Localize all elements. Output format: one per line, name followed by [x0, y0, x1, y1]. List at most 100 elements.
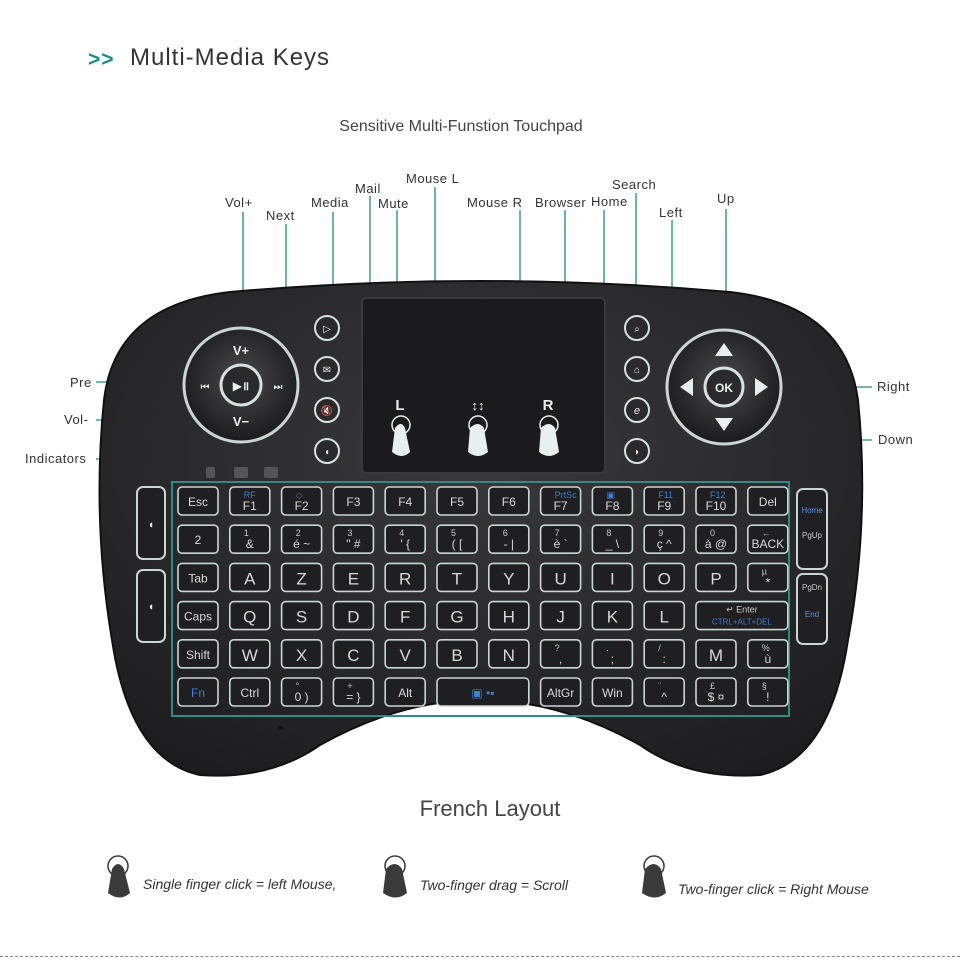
key-5-5[interactable] — [436, 677, 530, 707]
key-3-10[interactable] — [695, 600, 789, 631]
key-5-3[interactable] — [332, 677, 375, 707]
side-left-mouse-key[interactable] — [136, 486, 166, 560]
key-0-4[interactable] — [384, 486, 427, 516]
key-2-0[interactable] — [177, 562, 219, 593]
play-pause-button[interactable] — [219, 363, 263, 407]
key-4-6[interactable] — [487, 638, 530, 669]
key-4-3[interactable] — [332, 638, 375, 669]
key-label-1-1: & — [246, 537, 254, 551]
key-0-0[interactable] — [177, 486, 219, 516]
key-5-10[interactable] — [746, 677, 789, 707]
key-4-0[interactable] — [177, 638, 219, 669]
key-label-5-2: 0 ) — [295, 690, 309, 704]
key-0-10[interactable] — [695, 486, 737, 516]
key-1-7[interactable] — [539, 524, 582, 555]
arrow-left-icon[interactable] — [680, 378, 693, 396]
key-alt-legend-1-11: ← — [762, 528, 771, 538]
key-3-0[interactable] — [177, 600, 219, 631]
key-4-1[interactable] — [229, 638, 271, 669]
key-0-7[interactable] — [539, 486, 582, 516]
ok-button[interactable] — [703, 366, 745, 408]
key-1-1[interactable] — [229, 524, 271, 555]
key-4-8[interactable] — [591, 638, 634, 669]
key-3-2[interactable] — [280, 600, 323, 631]
mouse-right-button[interactable] — [624, 438, 650, 464]
key-2-7[interactable] — [539, 562, 582, 593]
pgdn-end-key[interactable] — [796, 573, 828, 645]
key-0-11[interactable] — [746, 486, 789, 516]
key-1-8[interactable] — [591, 524, 634, 555]
key-4-11[interactable] — [746, 638, 789, 669]
key-5-6[interactable] — [539, 677, 582, 707]
key-4-4[interactable] — [384, 638, 427, 669]
key-3-5[interactable] — [436, 600, 478, 631]
key-4-9[interactable] — [643, 638, 686, 669]
key-1-5[interactable] — [436, 524, 478, 555]
mute-button[interactable] — [314, 397, 340, 423]
key-0-3[interactable] — [332, 486, 375, 516]
home-pgup-key[interactable] — [796, 488, 828, 570]
key-3-1[interactable] — [229, 600, 271, 631]
key-2-6[interactable] — [487, 562, 530, 593]
key-2-3[interactable] — [332, 562, 375, 593]
key-1-4[interactable] — [384, 524, 427, 555]
home-button[interactable] — [624, 356, 650, 382]
key-3-8[interactable] — [591, 600, 634, 631]
key-0-1[interactable] — [229, 486, 271, 516]
key-5-4[interactable] — [384, 677, 427, 707]
key-1-6[interactable] — [487, 524, 530, 555]
key-alt-legend-1-5: 5 — [451, 528, 456, 538]
key-5-2[interactable] — [280, 677, 323, 707]
key-1-10[interactable] — [695, 524, 737, 555]
key-3-7[interactable] — [539, 600, 582, 631]
key-label-1-2: é ~ — [293, 537, 310, 551]
key-2-4[interactable] — [384, 562, 427, 593]
key-3-9[interactable] — [643, 600, 686, 631]
key-2-10[interactable] — [695, 562, 737, 593]
search-button[interactable] — [624, 315, 650, 341]
key-5-1[interactable] — [229, 677, 271, 707]
key-4-10[interactable] — [695, 638, 737, 669]
key-5-7[interactable] — [591, 677, 634, 707]
key-2-11[interactable] — [746, 562, 789, 593]
key-1-2[interactable] — [280, 524, 323, 555]
browser-button[interactable] — [624, 397, 650, 423]
key-3-6[interactable] — [487, 600, 530, 631]
key-5-8[interactable] — [643, 677, 686, 707]
arrow-down-icon[interactable] — [715, 418, 733, 431]
key-2-9[interactable] — [643, 562, 686, 593]
key-label-4-11: ù — [764, 652, 771, 666]
key-5-0[interactable] — [177, 677, 219, 707]
side-right-mouse-key[interactable] — [136, 569, 166, 643]
mail-button[interactable] — [314, 356, 340, 382]
key-0-6[interactable] — [487, 486, 530, 516]
layout-title: French Layout — [419, 796, 561, 821]
next-track-icon[interactable]: ⏭ — [274, 382, 283, 393]
volume-down-key[interactable]: V− — [233, 414, 250, 429]
key-1-3[interactable] — [332, 524, 375, 555]
key-4-5[interactable] — [436, 638, 478, 669]
media-button[interactable] — [314, 315, 340, 341]
key-1-9[interactable] — [643, 524, 686, 555]
key-0-8[interactable] — [591, 486, 634, 516]
key-3-3[interactable] — [332, 600, 375, 631]
pgup-key-label: PgUp — [802, 531, 823, 540]
arrow-up-icon[interactable] — [715, 343, 733, 356]
key-0-2[interactable] — [280, 486, 323, 516]
key-0-9[interactable] — [643, 486, 686, 516]
key-1-11[interactable] — [746, 524, 789, 555]
key-2-8[interactable] — [591, 562, 634, 593]
arrow-right-icon[interactable] — [755, 378, 768, 396]
key-5-9[interactable] — [695, 677, 737, 707]
key-1-0[interactable] — [177, 524, 219, 555]
volume-up-key[interactable]: V+ — [233, 343, 250, 358]
key-4-7[interactable] — [539, 638, 582, 669]
key-2-1[interactable] — [229, 562, 271, 593]
key-3-4[interactable] — [384, 600, 427, 631]
key-2-2[interactable] — [280, 562, 323, 593]
previous-track-icon[interactable]: ⏮ — [201, 382, 210, 393]
mouse-left-button[interactable] — [314, 438, 340, 464]
key-0-5[interactable] — [436, 486, 478, 516]
key-2-5[interactable] — [436, 562, 478, 593]
key-4-2[interactable] — [280, 638, 323, 669]
